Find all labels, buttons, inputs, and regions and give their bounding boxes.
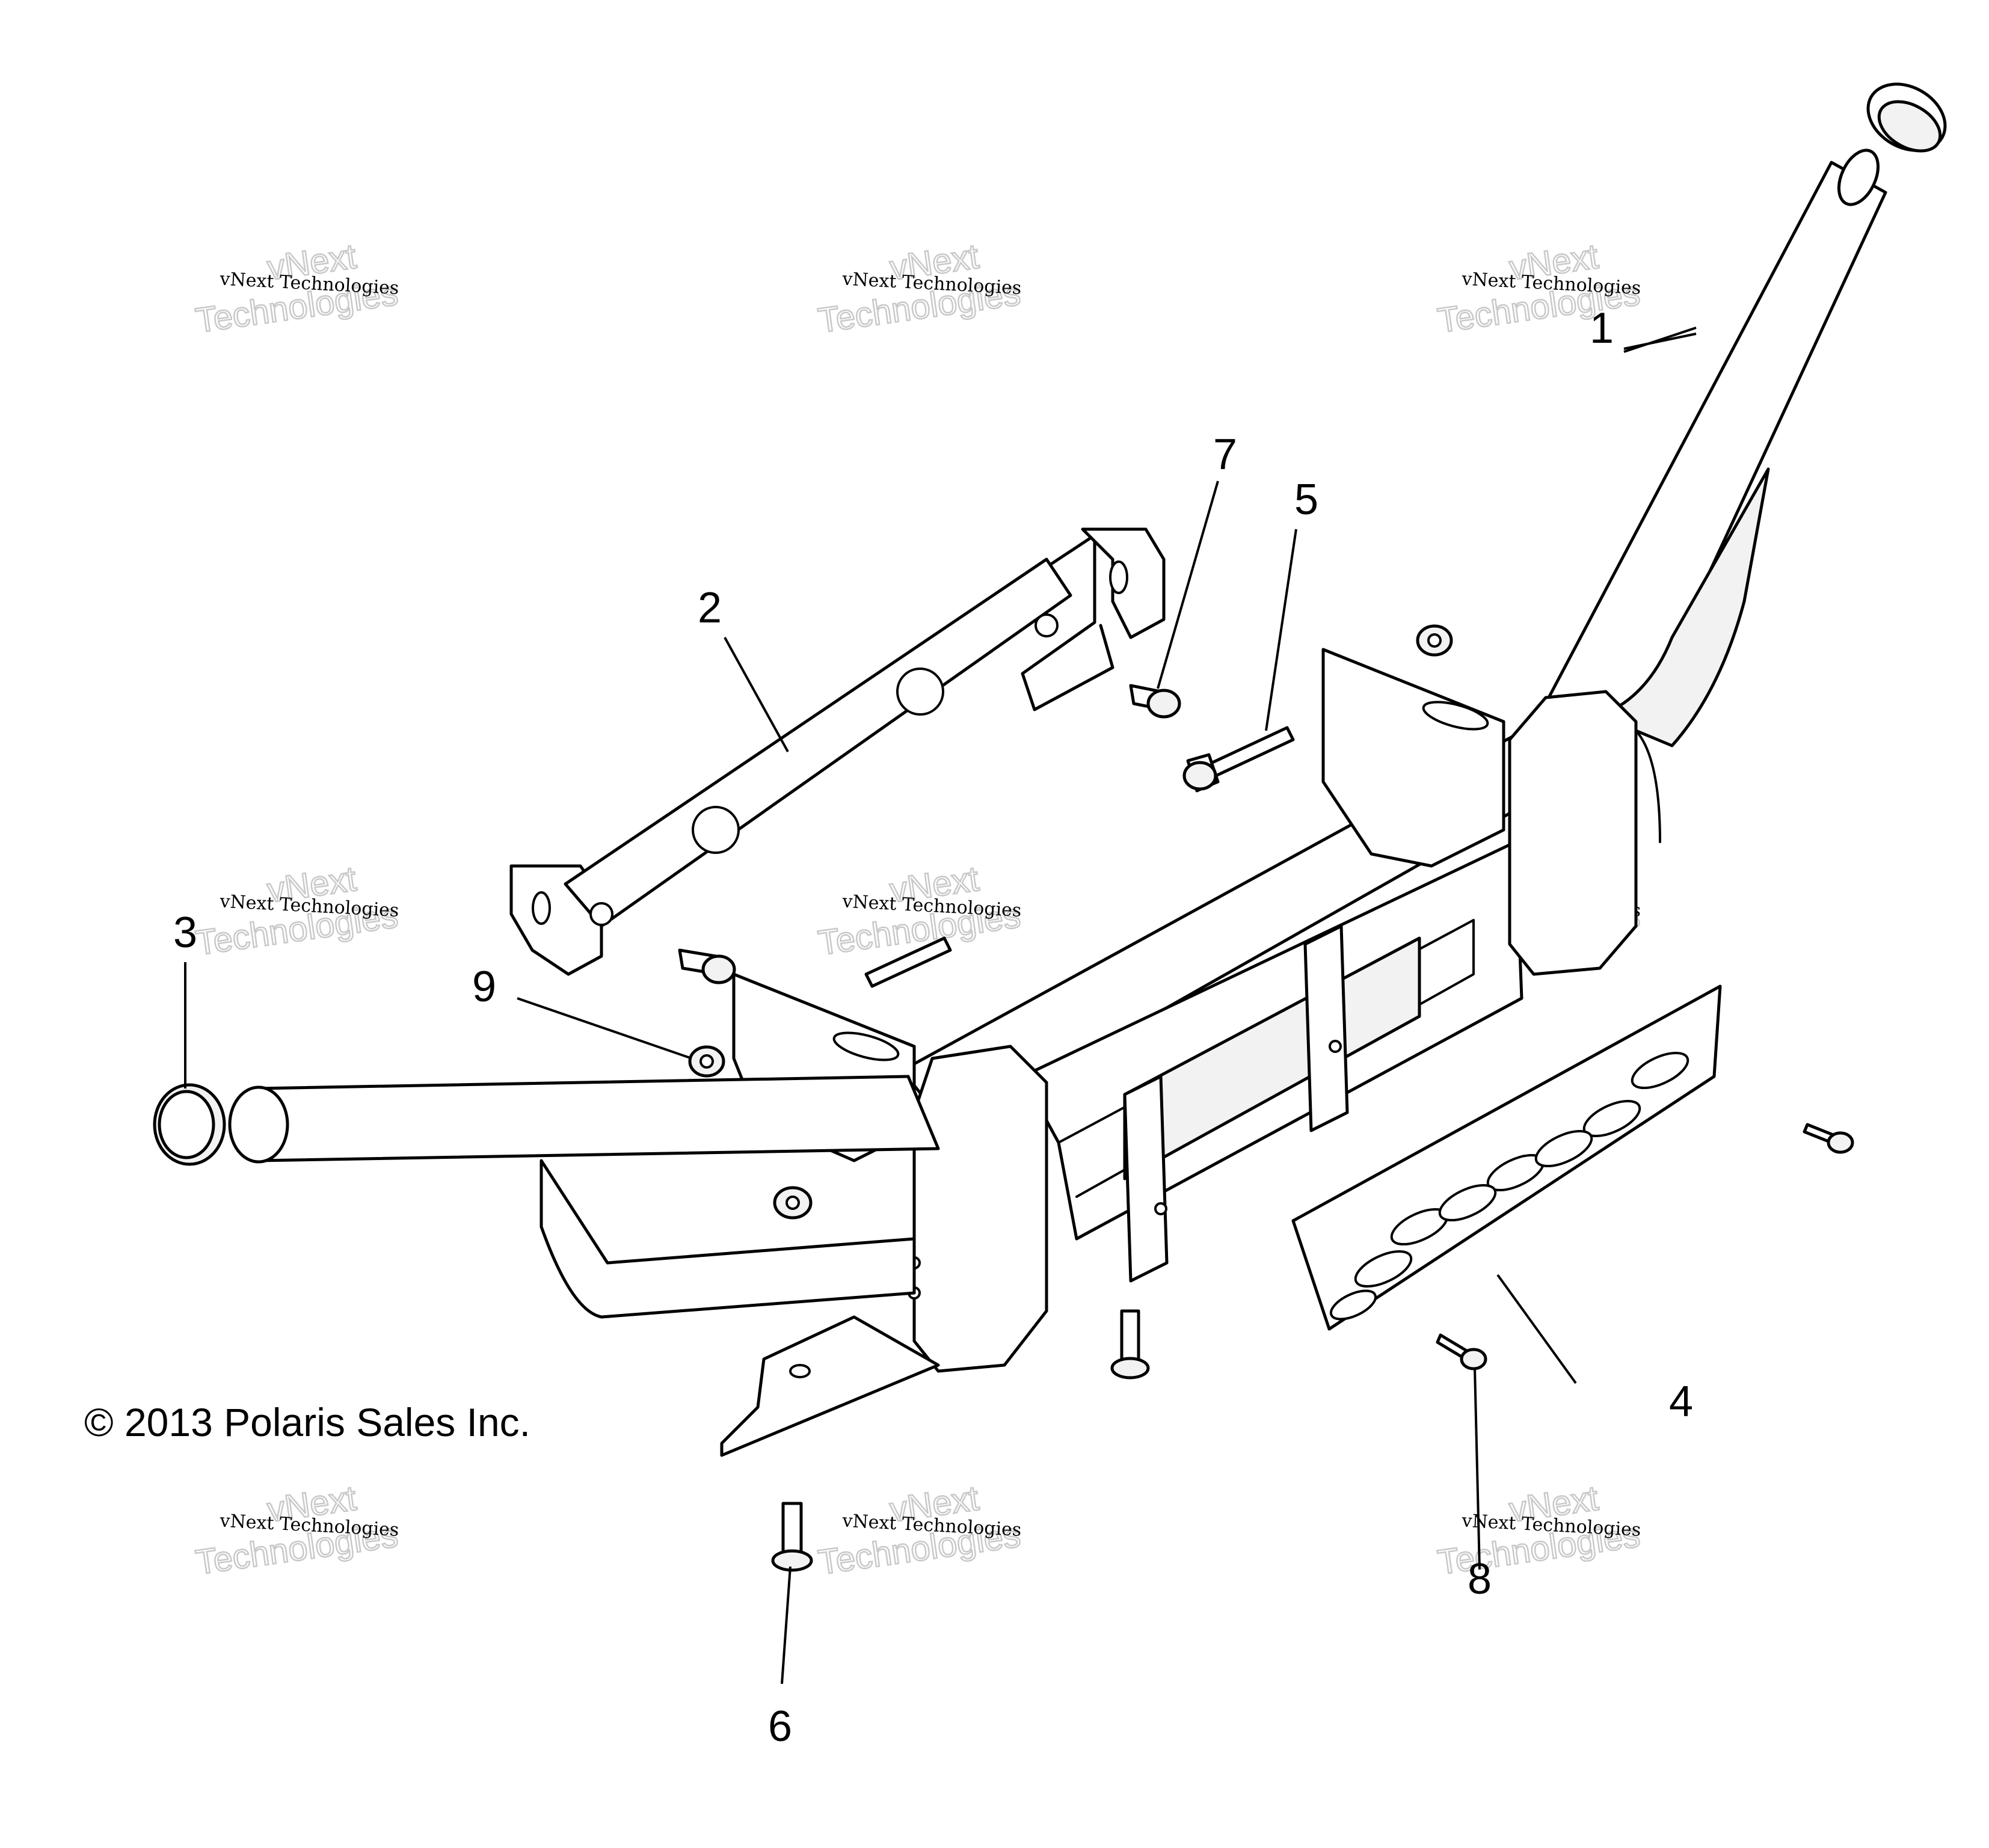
watermark: vNext Technologies vNext Technologies — [192, 858, 401, 963]
copyright-notice: © 2013 Polaris Sales Inc. — [84, 1400, 530, 1444]
hardware-pin-center — [864, 936, 952, 988]
hardware-nut-lower-left — [773, 1186, 813, 1220]
watermark: vNext Technologies vNext Technologies — [1434, 1478, 1643, 1583]
leader-1-to-tube — [1623, 327, 1697, 353]
watermark: vNext Technologies vNext Technologies — [192, 236, 401, 341]
callout-2: 2 — [698, 584, 722, 632]
front-tube — [228, 1075, 940, 1319]
watermark: vNext Technologies vNext Technologies — [815, 1478, 1024, 1583]
part-4-grille — [1291, 984, 1722, 1331]
watermark: vNext Technologies vNext Technologies — [192, 1478, 401, 1583]
part-6-bolt — [771, 1502, 813, 1572]
leader-9 — [517, 997, 692, 1060]
leader-6 — [781, 1566, 792, 1684]
part-5-long-bolt — [1182, 726, 1295, 793]
part-1-end-cap — [1866, 82, 1947, 153]
hardware-screw-right — [1803, 1123, 1854, 1154]
callout-5: 5 — [1294, 476, 1318, 524]
leader-4 — [1496, 1274, 1577, 1384]
part-7-short-bolt — [1129, 684, 1181, 719]
leader-1 — [1623, 333, 1697, 350]
callout-9: 9 — [472, 963, 496, 1011]
hardware-bolt-left — [678, 948, 736, 984]
leader-7 — [1157, 480, 1219, 689]
part-3-end-cap — [153, 1083, 226, 1166]
part-2-mounting-bracket — [509, 527, 1166, 976]
hardware-nut-upper-right — [1416, 624, 1453, 657]
callout-3: 3 — [173, 909, 197, 957]
callout-6: 6 — [768, 1702, 792, 1751]
leader-lines — [184, 327, 1697, 1684]
callout-8: 8 — [1468, 1555, 1492, 1603]
callout-labels: 1 2 3 4 5 6 7 8 9 — [173, 304, 1693, 1751]
callout-1: 1 — [1590, 304, 1614, 352]
leader-5 — [1265, 529, 1297, 731]
leader-2 — [724, 637, 789, 752]
watermark: vNext Technologies vNext Technologies — [815, 858, 1024, 963]
hardware-bolt-mid — [1110, 1309, 1150, 1380]
callout-7: 7 — [1213, 431, 1237, 479]
callout-4: 4 — [1669, 1378, 1693, 1426]
watermark: vNext Technologies vNext Technologies — [815, 236, 1024, 341]
part-8-screw — [1436, 1333, 1487, 1371]
leader-8 — [1474, 1368, 1481, 1570]
part-9-flange-nut — [688, 1045, 725, 1078]
bumper-frame — [720, 648, 1638, 1457]
